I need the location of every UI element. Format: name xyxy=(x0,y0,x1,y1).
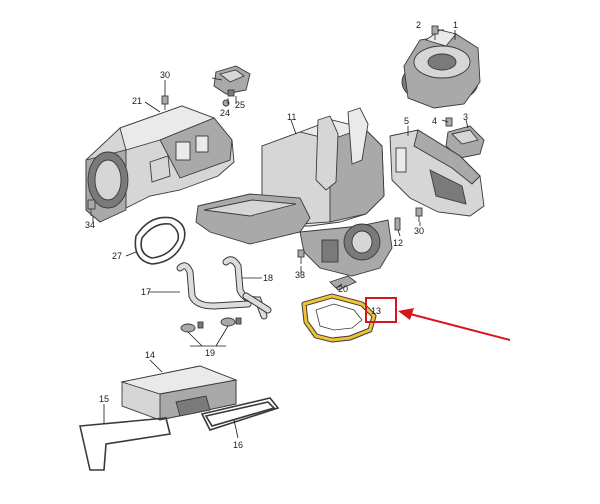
part-27-seal xyxy=(134,216,186,265)
callout-27: 27 xyxy=(112,251,122,261)
callout-21: 21 xyxy=(132,96,142,106)
callout-5: 5 xyxy=(404,116,409,126)
leader-lines xyxy=(92,29,469,439)
part-24-clip xyxy=(222,99,230,107)
part-3-control-module xyxy=(445,125,485,159)
part-5-side-cover xyxy=(389,129,485,217)
callout-16: 16 xyxy=(233,440,243,450)
part-30-screw-top xyxy=(161,95,169,110)
part-34-screw xyxy=(87,199,96,216)
callout-30-top: 30 xyxy=(160,70,170,80)
callout-19: 19 xyxy=(205,348,215,358)
part-25-actuator xyxy=(213,65,251,97)
callout-20: 20 xyxy=(338,284,348,294)
part-13-gasket xyxy=(301,293,377,343)
part-16-seal xyxy=(200,397,280,431)
part-11-main-housing xyxy=(195,107,393,277)
callout-11: 11 xyxy=(287,112,296,122)
callout-17: 17 xyxy=(141,287,151,297)
callout-34: 34 xyxy=(85,220,95,230)
part-12-bolt xyxy=(394,217,401,231)
part-33-screw xyxy=(297,249,305,264)
highlight-box xyxy=(365,297,397,323)
callout-30-right: 30 xyxy=(414,226,424,236)
part-15-seal xyxy=(79,417,171,471)
callout-14: 14 xyxy=(145,350,155,360)
highlight-marker xyxy=(365,297,511,341)
part-30-screw-right xyxy=(415,207,423,222)
part-20-pad xyxy=(329,275,357,291)
part-21-air-inlet-housing xyxy=(85,105,235,223)
part-1-blower-motor xyxy=(401,29,481,109)
callout-15: 15 xyxy=(99,394,109,404)
callout-2: 2 xyxy=(416,20,421,30)
part-19-clips xyxy=(180,317,242,333)
callout-1: 1 xyxy=(453,20,458,30)
part-14-heater-core xyxy=(120,365,238,421)
callout-3: 3 xyxy=(463,112,468,122)
highlight-arrow-shaft xyxy=(409,313,511,341)
callout-13: 13 xyxy=(371,306,381,316)
highlight-arrow-head xyxy=(398,308,414,320)
callout-18: 18 xyxy=(263,273,273,283)
part-4-screw xyxy=(445,117,453,127)
callout-12: 12 xyxy=(393,238,403,248)
callout-4: 4 xyxy=(432,116,437,126)
callout-24: 24 xyxy=(220,108,230,118)
part-17-pipe xyxy=(176,262,252,310)
callout-25: 25 xyxy=(235,100,245,110)
callouts: 1 2 3 4 5 11 12 13 14 15 16 17 18 19 20 … xyxy=(85,20,468,450)
callout-33: 33 xyxy=(295,270,305,280)
part-18-pipe xyxy=(222,256,272,320)
